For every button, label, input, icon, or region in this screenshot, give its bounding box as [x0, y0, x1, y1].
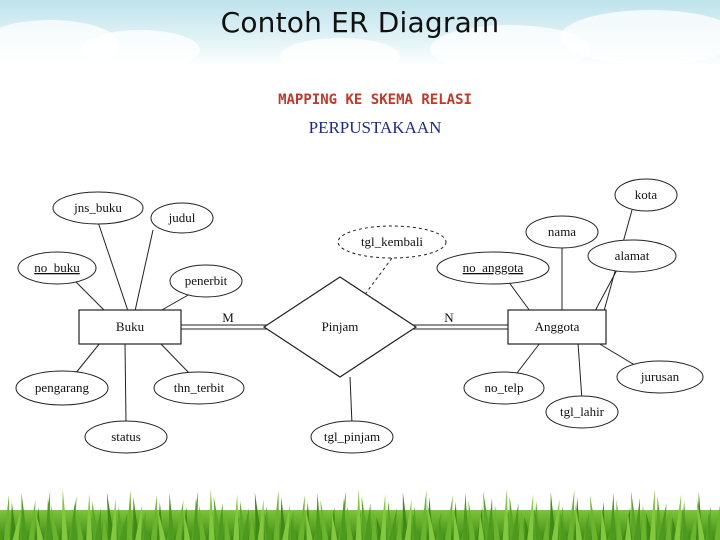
attr-alamat: alamat [615, 248, 650, 263]
sky-header-background [0, 0, 720, 66]
attr-jns-buku-ellipse [52, 191, 144, 225]
attr-alamat-ellipse [587, 239, 677, 273]
attr-tgl-lahir-ellipse [545, 395, 619, 429]
diagram-title-perpustakaan: PERPUSTAKAAN [308, 118, 442, 137]
attr-jurusan: jurusan [640, 369, 680, 384]
attr-thn-terbit: thn_terbit [174, 380, 225, 395]
entity-anggota: Anggota [507, 309, 607, 345]
attr-no-buku: no_buku [34, 260, 80, 275]
attr-no-buku-ellipse [17, 251, 97, 285]
attr-no-anggota: no_anggota [463, 260, 524, 275]
slide-title: Contoh ER Diagram [220, 6, 500, 39]
attr-jns-buku: jns_buku [73, 200, 122, 215]
relationship-pinjam: Pinjam [262, 276, 418, 378]
attr-thn-terbit-ellipse [153, 371, 245, 405]
entity-buku-label: Buku [116, 319, 145, 334]
attr-penerbit-ellipse [169, 264, 243, 298]
relationship-pinjam-label: Pinjam [322, 319, 359, 334]
diagram-title-mapping: MAPPING KE SKEMA RELASI [278, 92, 472, 108]
attr-judul-ellipse [150, 202, 214, 234]
attr-judul: judul [168, 210, 196, 225]
attr-jurusan-ellipse [616, 360, 704, 394]
cardinality-right: N [444, 310, 454, 325]
attr-penerbit: penerbit [185, 273, 228, 288]
attr-pengarang-ellipse [15, 370, 109, 406]
attr-tgl-pinjam-ellipse [310, 420, 394, 454]
attr-status: status [111, 429, 141, 444]
attr-nama-ellipse [525, 215, 599, 249]
entity-buku: Buku [78, 309, 182, 345]
attr-tgl-lahir: tgl_lahir [560, 404, 605, 419]
attr-nama: nama [548, 224, 576, 239]
attr-no-anggota-ellipse [436, 251, 550, 285]
attribute-ellipses [15, 178, 704, 454]
cardinality-left: M [222, 310, 234, 325]
attr-kota: kota [635, 187, 658, 202]
attr-tgl-kembali-ellipse [337, 225, 447, 259]
attr-no-telp-ellipse [463, 371, 545, 405]
entity-anggota-label: Anggota [535, 319, 580, 334]
grass-footer-background [0, 489, 720, 540]
attr-pengarang: pengarang [35, 380, 90, 395]
attr-no-telp: no_telp [485, 380, 524, 395]
attr-kota-ellipse [614, 178, 678, 212]
attr-tgl-pinjam: tgl_pinjam [324, 429, 380, 444]
connector-lines [74, 209, 639, 425]
attribute-labels: jns_buku judul no_buku penerbit pengaran… [34, 187, 679, 444]
attr-status-ellipse [84, 420, 168, 454]
attr-tgl-kembali: tgl_kembali [361, 234, 423, 249]
